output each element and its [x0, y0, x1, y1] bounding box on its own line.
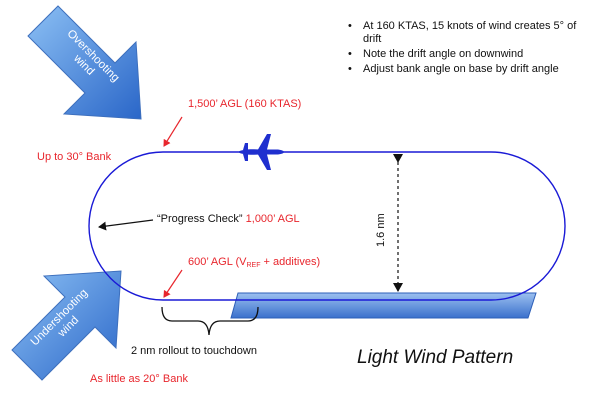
runway-shape	[230, 292, 537, 319]
pattern-width-label: 1.6 nm	[375, 213, 387, 247]
base-altitude-prefix: 600’ AGL (V	[188, 256, 247, 268]
undershooting-wind-arrow	[11, 270, 122, 381]
undershoot-bank-label: As little as 20° Bank	[90, 373, 188, 385]
downwind-pointer-arrow	[163, 116, 183, 147]
diagram-title: Light Wind Pattern	[357, 347, 514, 368]
traffic-pattern-line	[88, 151, 566, 301]
base-altitude-suffix: + additives)	[260, 256, 321, 268]
notes-list: At 160 KTAS, 15 knots of wind creates 5°…	[345, 20, 595, 78]
overshooting-wind-arrow	[27, 5, 142, 120]
jet-airplane-icon	[238, 134, 284, 170]
progress-check-label: “Progress Check” 1,000’ AGL	[157, 213, 300, 226]
note-item: Note the drift angle on downwind	[345, 48, 595, 61]
rollout-label: 2 nm rollout to touchdown	[131, 345, 257, 357]
downwind-altitude-label: 1,500’ AGL (160 KTAS)	[188, 98, 302, 110]
overshoot-bank-label: Up to 30° Bank	[37, 151, 112, 163]
progress-check-altitude: 1,000’ AGL	[245, 213, 300, 225]
base-altitude-label: 600’ AGL (VREF + additives)	[188, 256, 320, 272]
base-pointer-arrow	[163, 269, 183, 298]
progress-check-text: “Progress Check”	[157, 213, 243, 225]
note-item: Adjust bank angle on base by drift angle	[345, 63, 595, 76]
note-item: At 160 KTAS, 15 knots of wind creates 5°…	[345, 20, 595, 46]
vref-subscript: REF	[246, 262, 261, 269]
progress-check-pointer-arrow	[98, 219, 154, 231]
rollout-brace	[161, 306, 259, 336]
